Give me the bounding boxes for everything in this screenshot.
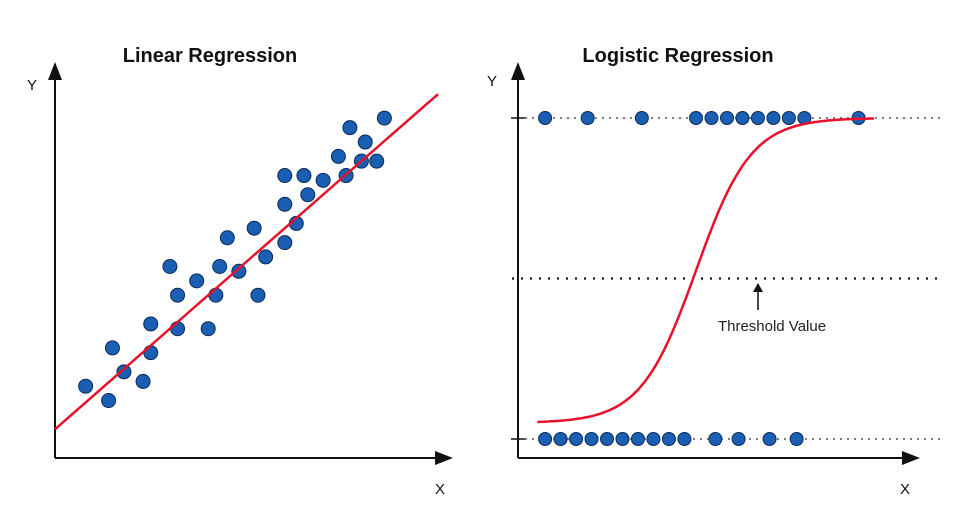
data-point-class-0 [584, 432, 599, 446]
data-point [357, 134, 373, 150]
y-axis-arrowhead [511, 62, 525, 80]
data-point-class-1 [634, 111, 649, 125]
data-point [162, 259, 178, 274]
data-point [170, 287, 186, 303]
data-point-class-1 [689, 111, 704, 125]
data-point [277, 196, 293, 212]
data-point [78, 378, 94, 394]
data-point [170, 321, 186, 337]
data-point [200, 321, 216, 337]
x-axis-label: X [900, 481, 910, 498]
data-point-class-1 [735, 111, 750, 125]
data-point-class-1 [719, 111, 734, 125]
data-point-class-1 [781, 111, 796, 125]
regression-line [54, 93, 439, 431]
y-axis-arrowhead [48, 62, 62, 80]
data-point-class-0 [538, 432, 553, 446]
data-point-class-0 [789, 432, 804, 446]
data-point [246, 220, 262, 236]
data-points [538, 111, 866, 446]
data-point [258, 249, 274, 265]
data-point-class-0 [600, 432, 615, 446]
data-point-class-0 [661, 432, 676, 446]
logistic-regression-panel: Logistic Regression Y X Threshold Value [487, 45, 942, 498]
data-point-class-0 [569, 432, 584, 446]
data-point [143, 316, 159, 332]
data-point [208, 287, 224, 303]
x-axis-arrowhead [902, 451, 920, 465]
threshold-label: Threshold Value [718, 318, 826, 335]
data-point [101, 393, 117, 409]
data-point-class-0 [762, 432, 777, 446]
data-point [116, 364, 132, 380]
chart-title: Linear Regression [123, 45, 298, 67]
data-point-class-0 [553, 432, 568, 446]
sigmoid-curve [537, 117, 874, 424]
data-point [135, 373, 151, 389]
data-point-class-1 [750, 111, 765, 125]
data-points [78, 110, 392, 409]
threshold-annotation: Threshold Value [718, 283, 826, 335]
data-point [277, 235, 293, 251]
data-point [219, 230, 235, 246]
data-point-class-1 [704, 111, 719, 125]
data-point-class-0 [731, 432, 746, 446]
data-point [300, 187, 316, 203]
data-point [104, 340, 120, 356]
data-point-class-0 [615, 432, 630, 446]
data-point [296, 168, 312, 184]
y-axis-label: Y [27, 77, 37, 94]
data-point [330, 148, 346, 164]
data-point [212, 259, 228, 274]
data-point-class-1 [538, 111, 553, 125]
linear-regression-panel: Linear Regression Y X [27, 45, 453, 498]
data-point [277, 168, 293, 184]
data-point-class-1 [766, 111, 781, 125]
data-point [315, 172, 331, 188]
data-point [143, 345, 159, 361]
y-axis-label: Y [487, 73, 497, 90]
x-axis-arrowhead [435, 451, 453, 465]
data-point-class-0 [708, 432, 723, 446]
data-point [189, 273, 205, 289]
x-axis-label: X [435, 481, 445, 498]
data-point [342, 120, 358, 136]
data-point [376, 110, 392, 126]
data-point [231, 263, 247, 279]
data-point [250, 287, 266, 303]
threshold-arrowhead [753, 283, 763, 292]
reference-lines [511, 117, 942, 440]
data-point-class-0 [630, 432, 645, 446]
data-point-class-0 [677, 432, 692, 446]
data-point-class-1 [580, 111, 595, 125]
data-point-class-0 [646, 432, 661, 446]
data-point [369, 153, 385, 169]
chart-title: Logistic Regression [582, 45, 773, 67]
